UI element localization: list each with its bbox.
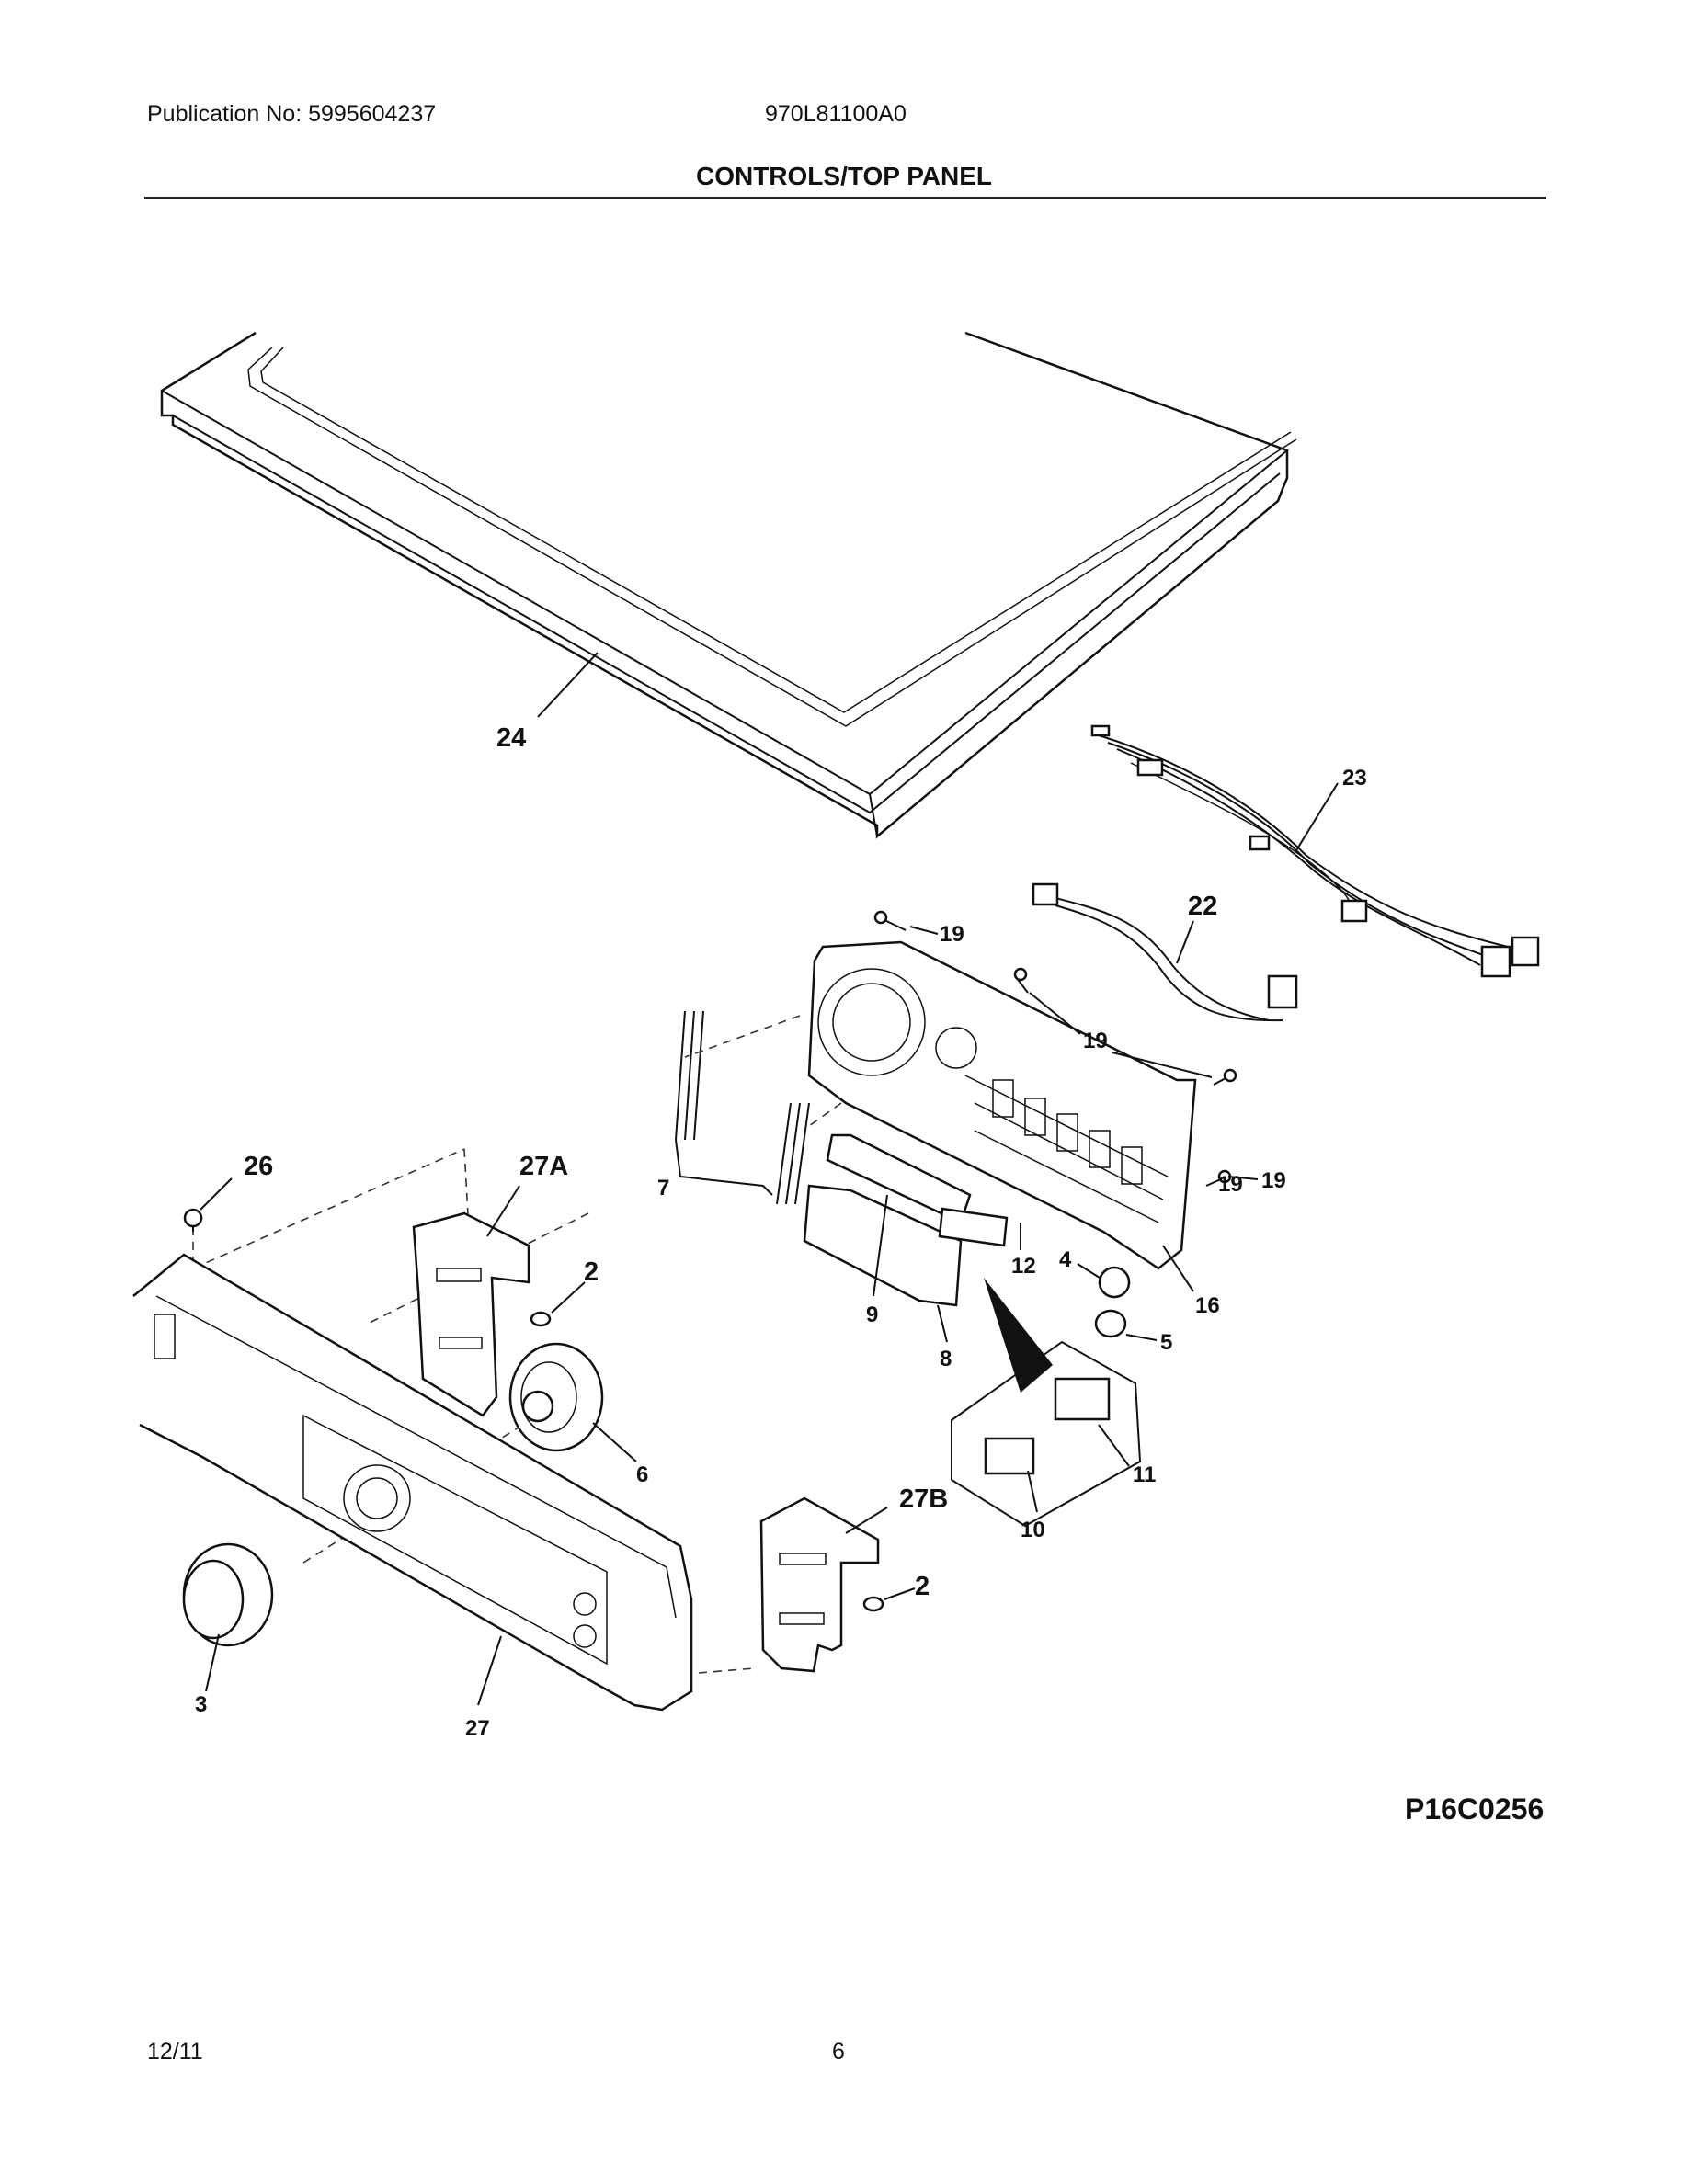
screw-part xyxy=(873,910,1237,1187)
callout-label: 27 xyxy=(465,1716,490,1741)
light-pipe-part xyxy=(675,1010,810,1205)
callout-label: 6 xyxy=(636,1462,648,1487)
callout-label: 27A xyxy=(519,1152,568,1181)
wire-harness-part xyxy=(1090,724,1540,978)
leader-line xyxy=(884,1587,916,1600)
callout-label: 19 xyxy=(1218,1172,1243,1197)
control-board-part xyxy=(807,940,1197,1270)
callout-label: 9 xyxy=(866,1302,878,1327)
bracket-part xyxy=(759,1496,880,1673)
callout-label: 5 xyxy=(1160,1330,1172,1355)
callout-label: 8 xyxy=(940,1347,952,1371)
screw-part xyxy=(530,1311,552,1327)
header-divider xyxy=(144,197,1546,199)
front-knob-part xyxy=(182,1542,274,1647)
callout-label: 26 xyxy=(244,1152,273,1181)
leader-line xyxy=(592,1422,637,1462)
callout-label: 7 xyxy=(657,1176,669,1200)
leader-line xyxy=(200,1177,233,1211)
callout-label: 19 xyxy=(1083,1029,1108,1053)
leader-line xyxy=(486,1185,520,1237)
bracket-part xyxy=(412,1211,530,1417)
callout-label: 16 xyxy=(1195,1293,1220,1318)
callout-label: 11 xyxy=(1133,1462,1156,1487)
alignment-line xyxy=(698,1667,755,1674)
top-panel-part xyxy=(160,331,1297,839)
leader-line xyxy=(537,652,599,718)
control-console-part xyxy=(132,1253,693,1712)
callout-label: 19 xyxy=(940,922,964,947)
screw-part xyxy=(862,1596,884,1612)
callout-label: 24 xyxy=(496,723,526,753)
leader-line xyxy=(845,1507,888,1534)
knob-cap-part xyxy=(1094,1266,1131,1338)
leader-line xyxy=(1027,1470,1038,1513)
leader-line xyxy=(909,926,939,935)
leader-line xyxy=(1098,1424,1130,1467)
leader-line xyxy=(1295,782,1339,851)
leader-line xyxy=(1077,1263,1101,1279)
cable-part xyxy=(1032,882,1298,1022)
leader-line xyxy=(551,1281,586,1314)
publication-number: Publication No: 5995604237 xyxy=(147,101,437,127)
detail-callout-part xyxy=(951,1278,1142,1528)
page-number: 6 xyxy=(832,2039,845,2065)
alignment-line xyxy=(192,1148,465,1269)
button-strip-part xyxy=(803,1133,1009,1307)
callout-label: 2 xyxy=(915,1572,930,1601)
callout-label: 23 xyxy=(1342,766,1367,791)
leader-line xyxy=(1176,920,1194,964)
callout-label: 27B xyxy=(899,1484,948,1514)
illustration-code: P16C0256 xyxy=(1405,1792,1545,1826)
leader-line xyxy=(675,1139,773,1196)
callout-label: 3 xyxy=(195,1692,207,1717)
callout-label: 12 xyxy=(1011,1254,1036,1279)
callout-label: 22 xyxy=(1188,892,1217,921)
leader-line xyxy=(1125,1334,1158,1341)
leader-line xyxy=(1029,992,1081,1035)
model-number: 970L81100A0 xyxy=(765,101,907,127)
callout-label: 4 xyxy=(1059,1247,1072,1272)
leader-line xyxy=(873,1194,888,1297)
publication-date: 12/11 xyxy=(147,2039,203,2065)
callout-label: 2 xyxy=(584,1257,599,1287)
callout-label: 10 xyxy=(1021,1518,1045,1542)
leader-line xyxy=(1162,1245,1194,1292)
encoder-knob-part xyxy=(508,1342,604,1452)
leader-line xyxy=(937,1304,948,1343)
callout-label: 19 xyxy=(1261,1168,1286,1193)
leader-line xyxy=(477,1635,502,1706)
alignment-line xyxy=(684,1015,801,1058)
leader-line xyxy=(1112,1052,1213,1078)
leader-line xyxy=(205,1633,220,1692)
screw-part xyxy=(183,1208,203,1232)
page-title: CONTROLS/TOP PANEL xyxy=(695,162,993,190)
alignment-line xyxy=(808,1102,842,1127)
leader-line xyxy=(1227,1176,1259,1180)
